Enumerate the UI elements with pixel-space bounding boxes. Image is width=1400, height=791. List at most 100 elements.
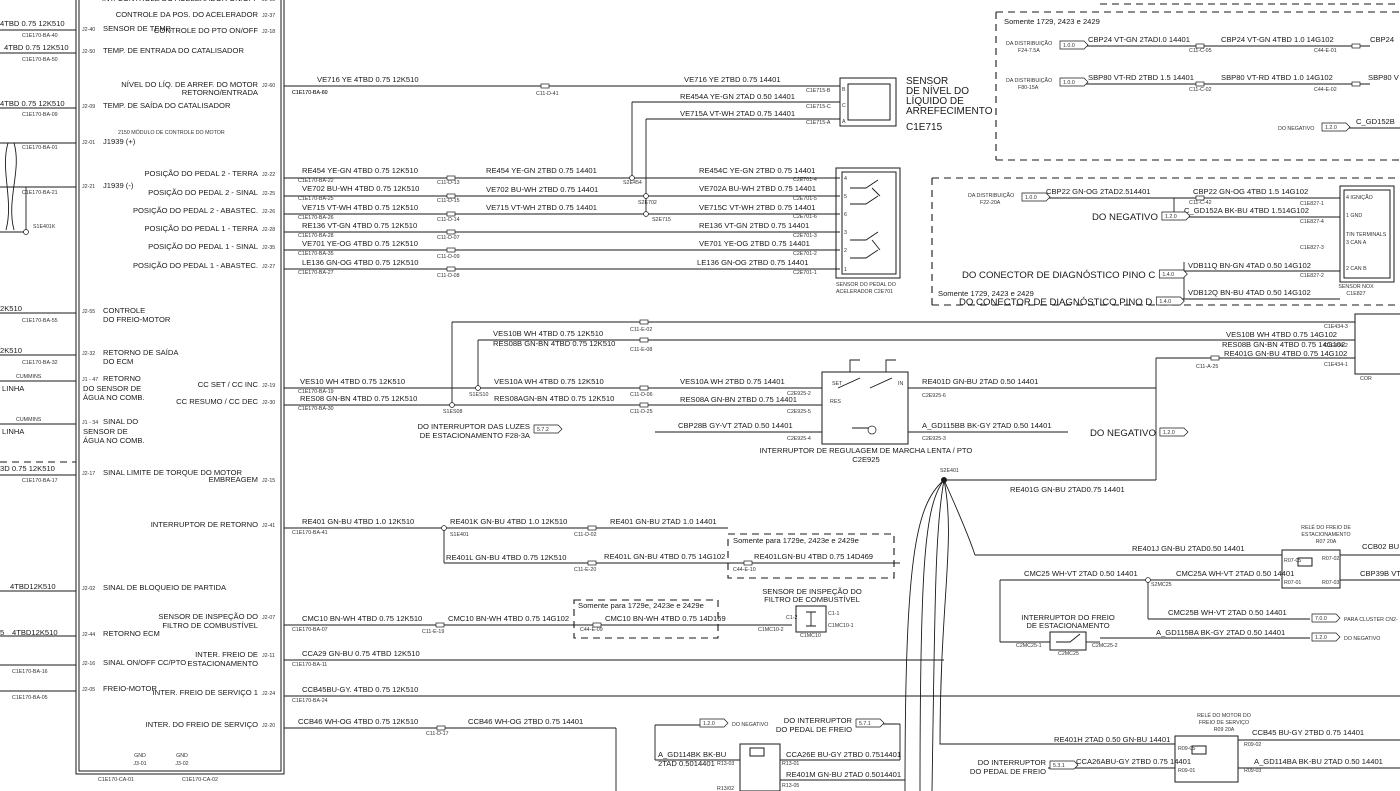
wire-label: LE136 GN-OG 2TBD 0.75 14401 (697, 258, 808, 267)
aux-ref-text: DO INTERRUPTOR DAS LUZES (417, 422, 530, 431)
nox-sensor-text: SENSOR NOX (1338, 284, 1374, 290)
wire-label: C1E170-BA-27 (298, 270, 334, 276)
ecm-pin-id: J2-55 (82, 309, 95, 315)
connector-id: C11-E-02 (630, 327, 652, 333)
connector-id: R13/02 (717, 786, 734, 791)
optional-note: Somente para 1729e, 2423e e 2429e (733, 536, 859, 545)
left-edge-label: CUMMINS (16, 374, 42, 380)
reference-tag-text: 1.2.0 (703, 721, 715, 727)
optional-note: Somente 1729, 2423 e 2429 (1004, 17, 1100, 26)
aux-ref-tag: 5.7.2 (533, 424, 563, 434)
distribution-ref-text: DA DISTRIBUIÇÃO (1006, 77, 1052, 84)
distribution-ref-tag: 1.0.0 (1059, 40, 1089, 50)
ecm-input-label: NÍVEL DO LÍQ. DE ARREF. DO MOTOR (121, 80, 258, 89)
connector-id: C44-E-02 (1314, 87, 1337, 93)
connector-id: R09-05 (1178, 746, 1195, 752)
distribution-ref-tag: 1.0.0 (1021, 192, 1051, 202)
wire-label: RE401D GN-BU 2TAD 0.50 14401 (922, 377, 1038, 386)
aux-ref-tag: 1.2.0 (699, 718, 729, 728)
ecm-input-pin: J2-27 (262, 264, 275, 270)
ecm-input-label: FILTRO DE COMBUSTÍVEL (162, 621, 258, 630)
distribution-ref-fuse: F22-20A (980, 200, 1001, 206)
ecm-input-label: INT. CONTROLE DO ACELERADOR ON/OFF (102, 0, 258, 3)
connector-id: C11-D-09 (437, 254, 460, 260)
wire-label: A_GD115BA BK-GY 2TAD 0.50 14401 (1156, 628, 1285, 637)
connector-id: C2E701-6 (793, 214, 817, 220)
coolant-sensor-text: SENSOR (906, 76, 948, 87)
reference-tag-text: 1.2.0 (1165, 214, 1177, 220)
ecm-pin-id: J1 - 47 (82, 377, 98, 383)
ecm-pin-id: J2-21 (82, 184, 95, 190)
wire-label: VDB11Q BN-GN 4TAD 0.50 14G102 (1188, 261, 1311, 270)
wire-label: C11-D-17 (426, 731, 449, 737)
wire-label: VE715A VT-WH 2TAD 0.75 14401 (680, 109, 795, 118)
connector-id: C1-2 (786, 615, 798, 621)
connector-id: R09-02 (1244, 742, 1261, 748)
connector-id: C1E715-A (806, 120, 831, 126)
wire-label: CCB46 WH-OG 4TBD 0.75 12K510 (298, 717, 418, 726)
left-edge-label: LINHA (2, 384, 25, 393)
left-edge-label: CUMMINS (16, 417, 42, 423)
connector-id: C1E434-1 (1324, 362, 1348, 368)
connector-id: C1MC10 (800, 633, 821, 639)
reference-tag-text: 1.0.0 (1063, 80, 1075, 86)
connector-id: R07-01 (1284, 580, 1301, 586)
wire-label: C1E170-BA-11 (292, 662, 327, 668)
coolant-sensor-inner (847, 83, 891, 121)
coolant-sensor-box (839, 77, 897, 127)
distribution-ref-fuse: F24-7.5A (1018, 48, 1040, 54)
ecm-pin-id: J2-05 (82, 687, 95, 693)
wire-label: C1E170-BA-25 (298, 196, 334, 202)
wire-label: RES08AGN-BN 4TBD 0.75 12K510 (494, 394, 614, 403)
reference-tag-text: 5.7.1 (859, 721, 871, 727)
connector-id: C11-C-02 (1189, 87, 1212, 93)
ecm-right-labels: INT. CONTROLE DO ACELERADOR ON/OFFJ2-08C… (102, 0, 275, 729)
left-edge-label: C1E170-BA-16 (12, 669, 48, 675)
ecm-pin-label: J1939 (+) (103, 137, 136, 146)
wire-label: A_GD114BK BK-BU (658, 750, 726, 759)
wire-label: SBP80 V (1368, 73, 1400, 82)
left-edge-label: 4TBD 0.75 12K510 (0, 19, 65, 28)
connector-id: C2MC25-1 (1016, 643, 1042, 649)
left-edge-label: C1E170-BA-09 (22, 112, 58, 118)
ecm-pin-label: SINAL ON/OFF CC/PTO (103, 658, 186, 667)
reference-tag-text: 1.0.0 (1063, 43, 1075, 49)
wire-label: C1E170-BA-07 (292, 627, 328, 633)
coolant-sensor-text: LÍQUIDO DE (906, 94, 964, 107)
ecm-pin-label: SENSOR DE (83, 427, 128, 436)
ecm-pin-id: J2-17 (82, 471, 95, 477)
left-edge-label: C1E170-BA-55 (22, 318, 58, 324)
ecm-input-pin: J2-08 (262, 0, 275, 3)
left-edge-label: C1E170-BA-32 (22, 360, 58, 366)
ecm-input-pin: J2-07 (262, 615, 275, 621)
pedal-sensor-pin: 1 (844, 267, 847, 273)
ecm-input-pin: J2-25 (262, 191, 275, 197)
connector-id: C11-E-08 (630, 347, 652, 353)
left-edge-label: C1E170-BA-50 (22, 57, 58, 63)
ecm-input-label: POSIÇÃO DO PEDAL 1 - TERRA (144, 224, 258, 233)
nox-sensor-pin: 1 GND (1346, 213, 1362, 219)
connector-id: R13-01 (782, 761, 799, 767)
connector-id: C1E715-B (806, 88, 831, 94)
connector-id: C2E701-1 (793, 270, 817, 276)
left-edge-label: 3D 0.75 12K510 (0, 464, 55, 473)
wire-label: CCB46 WH-OG 2TBD 0.75 14401 (468, 717, 583, 726)
connector-id: C2MC25-2 (1092, 643, 1118, 649)
ecm-pin-label: ÁGUA NO COMB. (83, 436, 145, 445)
wire-label: CMC25A WH-VT 2TAD 0.50 14401 (1176, 569, 1294, 578)
connector-id: S1ES10 (469, 392, 488, 398)
connector-id: C11-D-15 (437, 198, 460, 204)
connector-id: R07-02 (1322, 556, 1339, 562)
reference-tag: 1.4.0 (1155, 296, 1185, 306)
connector-id: C11-D-07 (437, 235, 460, 241)
nox-sensor-pin: 2 CAN B (1346, 266, 1367, 272)
wire-label: C1E170-BA-26 (298, 215, 334, 221)
wire-label: CMC10 BN-WH 4TBD 0.75 12K510 (302, 614, 422, 623)
reference-tag-text: 1.2.0 (1163, 430, 1175, 436)
connector-id: S2E454 (623, 180, 642, 186)
wire-label: C_GD152A BK-BU 4TBD 1.514G102 (1184, 206, 1309, 215)
